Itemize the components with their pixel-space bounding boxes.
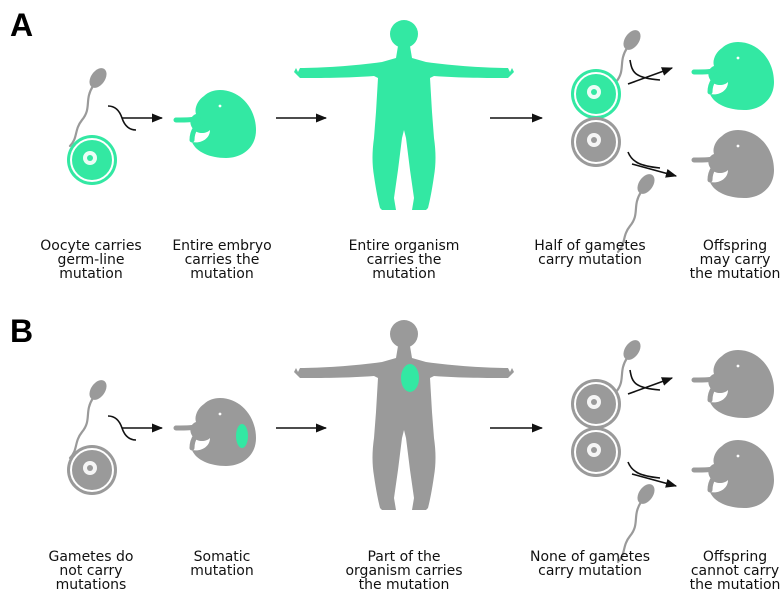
caption-line: carry mutation [538, 252, 642, 268]
embryo-icon [694, 350, 774, 418]
merge-bracket [628, 152, 660, 168]
embryo-icon [694, 130, 774, 198]
somatic-mutation-patch [236, 424, 248, 448]
arrow-icon [632, 474, 676, 486]
oocyte-icon [571, 427, 621, 477]
caption-line: the mutation [690, 266, 781, 282]
arrow-icon [628, 68, 672, 84]
panel-label-a: A [10, 7, 33, 43]
panel-label-b: B [10, 313, 33, 349]
caption-line: mutation [190, 266, 253, 282]
caption-line: carry mutation [538, 563, 642, 579]
oocyte-icon [67, 135, 117, 185]
panel-b: B [10, 313, 774, 562]
caption-line: mutations [56, 577, 127, 593]
oocyte-icon [571, 117, 621, 167]
caption-line: mutation [190, 563, 253, 579]
caption-line: the mutation [690, 577, 781, 593]
panel-a: A [10, 7, 774, 252]
arrow-icon [628, 378, 672, 394]
embryo-icon [176, 90, 256, 158]
sperm-icon [70, 65, 110, 146]
oocyte-icon [571, 379, 621, 429]
caption-line: mutation [372, 266, 435, 282]
merge-bracket [628, 462, 660, 478]
human-figure-icon [294, 320, 514, 510]
somatic-mutation-patch [401, 364, 419, 392]
embryo-icon [694, 42, 774, 110]
caption-line: the mutation [359, 577, 450, 593]
oocyte-icon [67, 445, 117, 495]
embryo-icon [694, 440, 774, 508]
oocyte-icon [571, 69, 621, 119]
arrow-icon [632, 164, 676, 176]
human-figure-icon [294, 20, 514, 210]
caption-line: mutation [59, 266, 122, 282]
